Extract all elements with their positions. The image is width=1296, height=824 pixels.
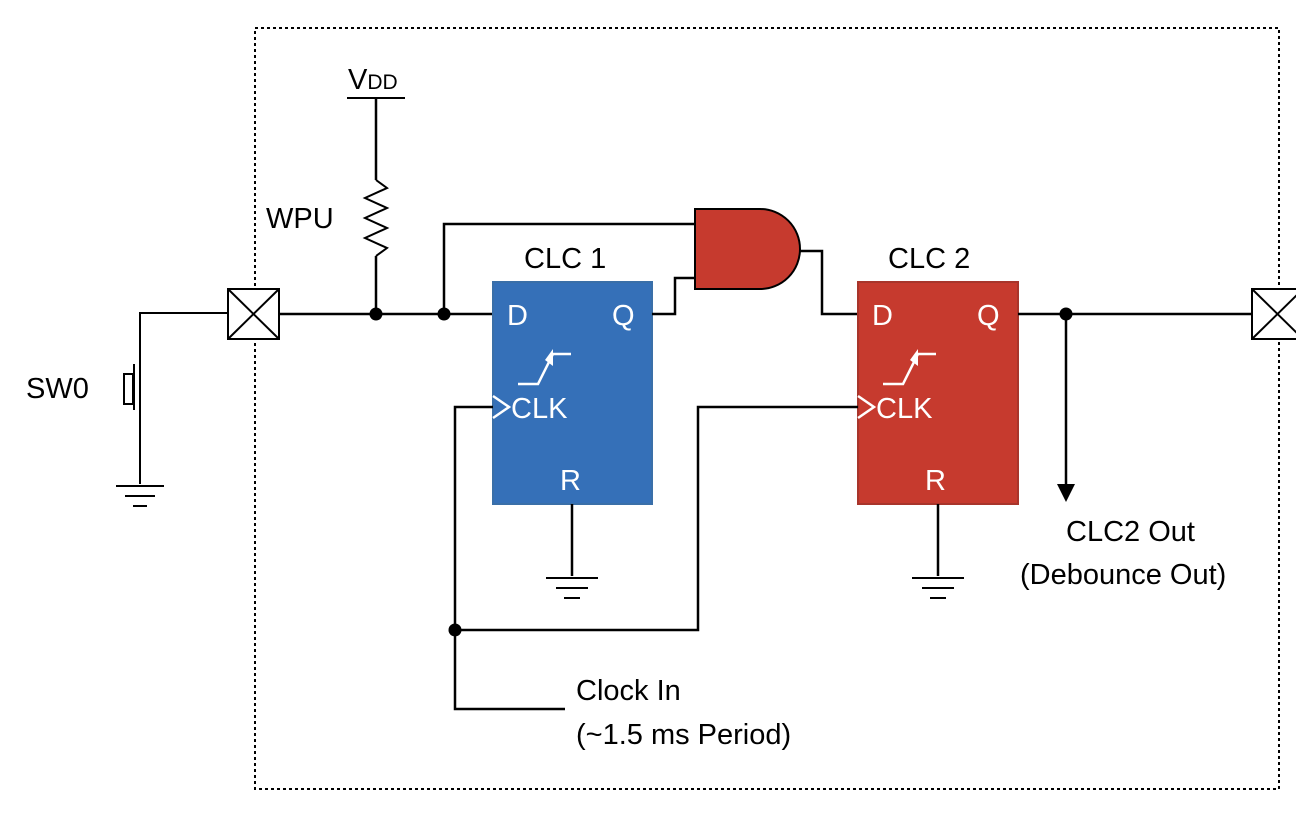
clc1-title: CLC 1 [524,243,606,275]
clc1-d-pin: D [507,300,528,332]
clc2-rising-edge-icon [883,352,936,386]
vdd-label: VDD [348,64,398,96]
and-gate [694,208,801,290]
clock-label-line2: (~1.5 ms Period) [576,719,791,751]
output-pin [1251,288,1296,340]
junction-dot-clock [448,623,462,637]
ground-symbol-sw0 [116,485,164,507]
clock-wire-clc1 [453,405,565,711]
clc2-q-pin: Q [977,300,1000,332]
input-pin [227,288,280,340]
clc2-clk-pin: CLK [876,393,933,425]
clc1-clk-pin: CLK [511,393,568,425]
clc1-q-pin: Q [612,300,635,332]
output-label-line2: (Debounce Out) [1020,559,1226,591]
ground-symbol-clc1 [546,577,598,599]
clock-label-line1: Clock In [576,675,681,707]
clc1-block [492,281,653,505]
sw0-label: SW0 [26,373,89,405]
junction-dot-wpu [369,307,383,321]
clock-wire-clc2 [455,405,858,632]
ground-symbol-clc2 [912,577,964,599]
switch-sw0 [123,312,228,484]
clc1-clock-triangle [492,394,512,420]
wpu-resistor [362,179,390,257]
output-arrow-icon [1057,484,1075,502]
wpu-label: WPU [266,203,334,235]
clc2-r-pin: R [925,465,946,497]
clc2-title: CLC 2 [888,243,970,275]
clc1-rising-edge-icon [518,352,571,386]
clc2-d-pin: D [872,300,893,332]
output-label-line1: CLC2 Out [1066,516,1195,548]
clc2-clock-triangle [857,394,877,420]
device-boundary [254,27,1280,790]
clc1-r-pin: R [560,465,581,497]
